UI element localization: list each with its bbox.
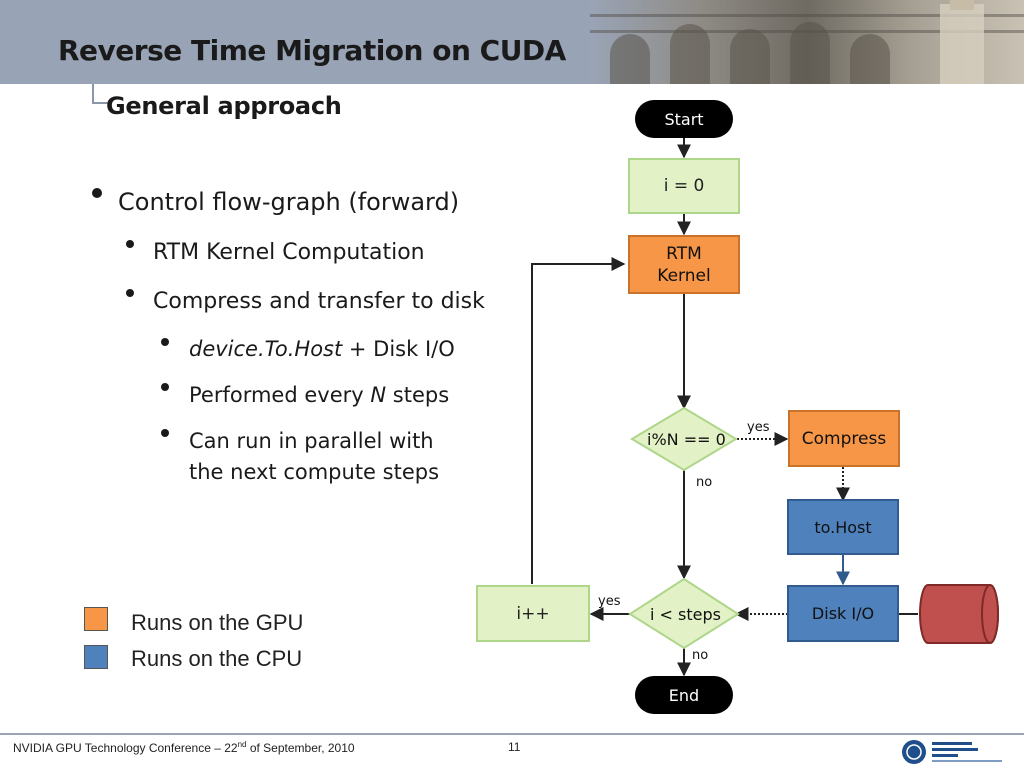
flow-check-n: i%N == 0 <box>647 430 726 449</box>
label-no-end: no <box>692 648 709 663</box>
bullet-dot <box>92 188 102 198</box>
bullet-dot <box>161 429 169 437</box>
slide-subtitle: General approach <box>106 92 342 120</box>
bullet-dot <box>161 383 169 391</box>
bullet-parallel-line1: Can run in parallel with <box>189 429 434 453</box>
device-to-host-rest: + Disk I/O <box>342 337 455 361</box>
performed-suffix: steps <box>386 383 450 407</box>
footer-conference: NVIDIA GPU Technology Conference – 22nd … <box>13 740 355 755</box>
footer-conference-sup: nd <box>237 740 247 749</box>
legend-cpu-swatch <box>84 645 108 669</box>
disk-cylinder-cap <box>981 584 999 644</box>
page-number: 11 <box>508 740 521 754</box>
flow-increment: i++ <box>476 585 590 642</box>
diamond-check-n <box>630 406 738 472</box>
label-yes-compress: yes <box>747 420 770 435</box>
subtitle-bracket <box>92 84 108 104</box>
bullet-compress-transfer: Compress and transfer to disk <box>153 289 485 314</box>
footer-conference-prefix: NVIDIA GPU Technology Conference – 22 <box>13 741 238 755</box>
header-photo <box>590 0 1024 84</box>
flow-to-host: to.Host <box>787 499 899 555</box>
legend-cpu-label: Runs on the CPU <box>131 646 303 671</box>
bsc-logo <box>902 740 1002 764</box>
diamond-check-steps <box>628 577 740 650</box>
flow-start: Start <box>635 100 733 138</box>
bullet-dot <box>126 289 134 297</box>
performed-n: N <box>370 383 387 407</box>
flow-compress: Compress <box>788 410 900 467</box>
bullet-control-flow: Control flow-graph (forward) <box>118 188 460 216</box>
bullet-parallel-line2: the next compute steps <box>189 460 440 484</box>
label-no-check: no <box>696 475 713 490</box>
flow-check-steps: i < steps <box>650 605 721 624</box>
flow-kernel-line1: RTM <box>666 243 702 264</box>
bullet-dot <box>126 240 134 248</box>
legend-gpu-label: Runs on the GPU <box>131 610 304 635</box>
label-yes-loop: yes <box>598 594 621 609</box>
bullet-device-to-host: device.To.Host + Disk I/O <box>189 337 455 361</box>
legend-gpu-swatch <box>84 607 108 631</box>
edge-increment-kernel <box>531 257 626 584</box>
bullet-performed-every: Performed every N steps <box>189 383 449 407</box>
flow-disk-io: Disk I/O <box>787 585 899 642</box>
performed-prefix: Performed every <box>189 383 371 407</box>
bullet-rtm-kernel: RTM Kernel Computation <box>153 240 425 265</box>
flow-kernel: RTM Kernel <box>628 235 740 294</box>
device-to-host-italic: device.To.Host <box>189 337 343 361</box>
flow-kernel-line2: Kernel <box>657 265 711 286</box>
slide-title: Reverse Time Migration on CUDA <box>58 34 566 67</box>
flow-init: i = 0 <box>628 158 740 214</box>
bullet-dot <box>161 338 169 346</box>
flow-end: End <box>635 676 733 714</box>
footer-divider <box>0 733 1024 735</box>
footer-conference-suffix: of September, 2010 <box>246 741 355 755</box>
